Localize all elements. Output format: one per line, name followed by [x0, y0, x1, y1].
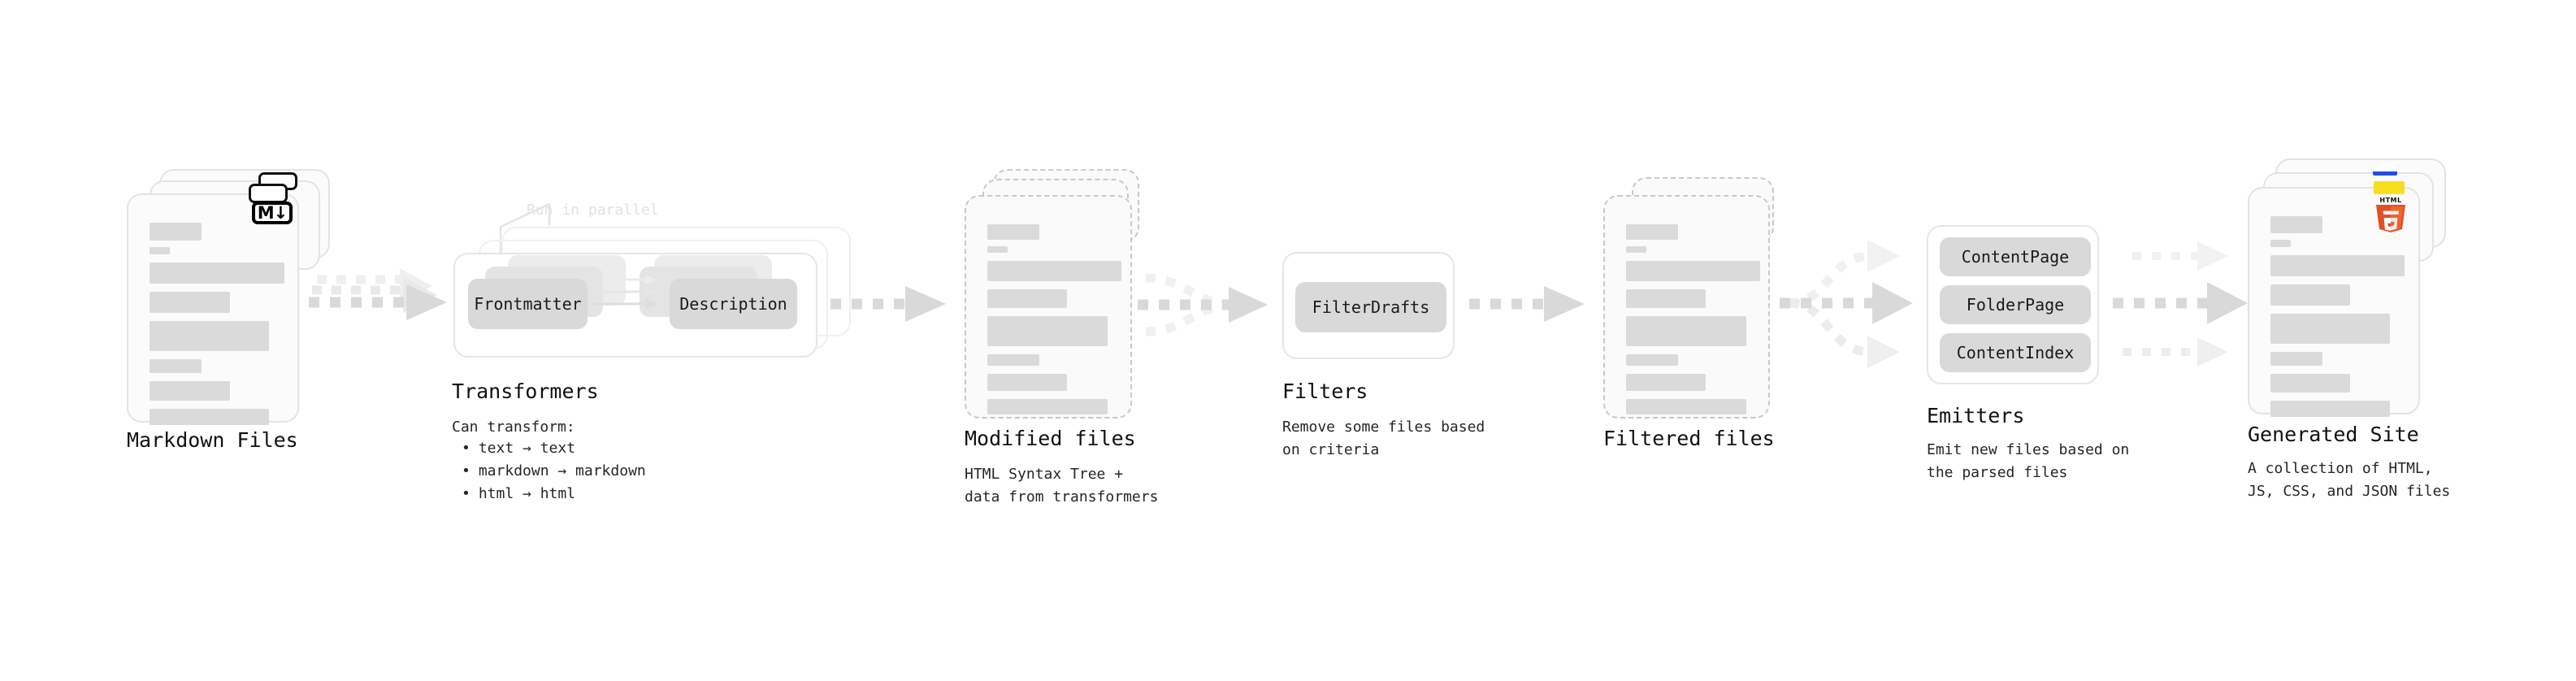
generated-site-subtitle: A collection of HTML, JS, CSS, and JSON …: [2248, 460, 2451, 500]
site-skeleton-lines: [2249, 189, 2418, 417]
transformers-bullets: • text → text • markdown → markdown • ht…: [462, 437, 646, 505]
transformers-subtitle: Can transform:: [452, 419, 575, 436]
js-badge: [2374, 181, 2405, 194]
frontmatter-chip[interactable]: Frontmatter: [468, 279, 588, 329]
filterdrafts-chip[interactable]: FilterDrafts: [1295, 282, 1446, 332]
arrow-markdown-to-transformers: [309, 268, 447, 320]
css-badge: [2373, 166, 2397, 176]
bullet-dot: •: [462, 440, 471, 457]
filtered-skeleton-lines: [1605, 197, 1768, 417]
filters-group: FilterDrafts: [1282, 252, 1455, 359]
html5-logo-icon: HTML: [2376, 197, 2405, 232]
arrow-filtered-to-emitters: [1780, 240, 1913, 368]
bullet-dot: •: [462, 462, 471, 479]
markdown-skeleton-lines: [128, 195, 297, 425]
bullet-dot: •: [462, 484, 471, 502]
contentpage-chip[interactable]: ContentPage: [1940, 237, 2091, 276]
modified-files-subtitle: HTML Syntax Tree + data from transformer…: [965, 466, 1159, 505]
filters-subtitle: Remove some files based on criteria: [1282, 419, 1485, 458]
modified-files-title: Modified files: [965, 427, 1136, 450]
transformer-internal-arrows: [590, 275, 658, 310]
filtered-card-front: [1603, 195, 1770, 419]
modified-card-front: [965, 195, 1132, 419]
emitters-group: ContentPage FolderPage ContentIndex: [1927, 225, 2099, 384]
markdown-card-front: [127, 193, 299, 425]
folderpage-chip[interactable]: FolderPage: [1940, 285, 2091, 324]
arrow-modified-to-filters: [1138, 273, 1268, 336]
svg-text:HTML: HTML: [2379, 197, 2401, 204]
transform-bullet-text: html → html: [478, 484, 576, 502]
emitters-subtitle: Emit new files based on the parsed files: [1927, 441, 2130, 481]
css-badge-highlight: [2373, 166, 2397, 172]
transformers-title: Transformers: [452, 380, 599, 403]
filtered-files-title: Filtered files: [1603, 427, 1775, 450]
generated-site-title: Generated Site: [2248, 423, 2419, 446]
modified-skeleton-lines: [966, 197, 1130, 417]
arrow-emitters-to-site: [2113, 241, 2248, 367]
transform-bullet-text: text → text: [478, 440, 576, 457]
description-chip[interactable]: Description: [670, 279, 797, 329]
arrow-transformers-to-modified: [830, 286, 946, 322]
markdown-files-title: Markdown Files: [127, 428, 298, 452]
contentindex-chip[interactable]: ContentIndex: [1940, 333, 2091, 372]
markdown-badge: M↓: [252, 202, 293, 224]
filters-title: Filters: [1282, 380, 1368, 403]
arrow-filters-to-filtered: [1469, 286, 1585, 322]
transform-bullet-text: markdown → markdown: [478, 462, 646, 479]
emitters-title: Emitters: [1927, 404, 2025, 427]
markdown-badge-back-1: [249, 184, 288, 203]
run-in-parallel-label: Run in parallel: [527, 202, 659, 219]
